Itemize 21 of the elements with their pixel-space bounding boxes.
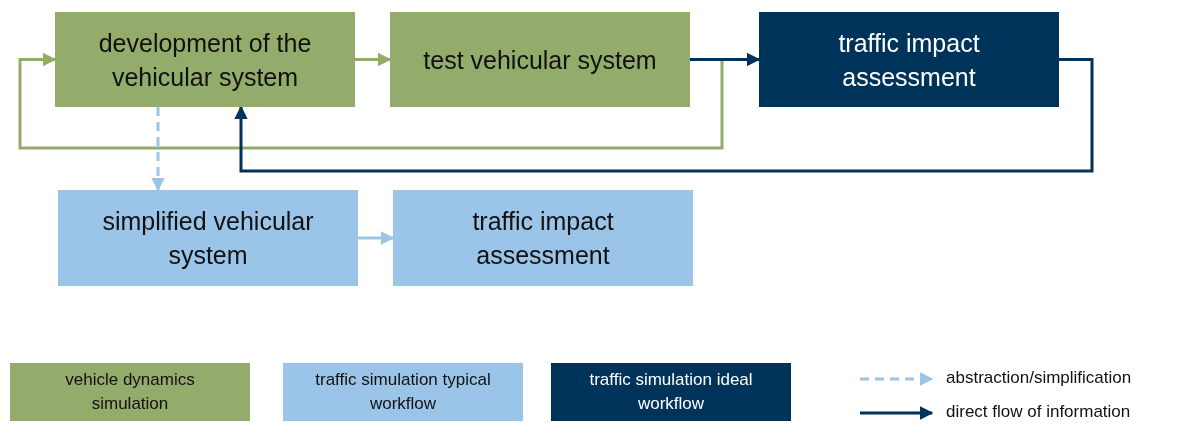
process-box: [759, 12, 1059, 107]
box-label: traffic impact assessment: [471, 206, 615, 271]
process-box: [58, 190, 358, 286]
legend-label: direct flow of information: [946, 402, 1131, 422]
legend-swatch: traffic simulation typical workflow: [283, 363, 523, 421]
arrow: [355, 52, 392, 67]
legend-swatch: vehicle dynamics simulation: [10, 363, 250, 421]
arrow: [234, 58, 1094, 173]
process-box: [393, 190, 693, 286]
process-box: [55, 12, 355, 107]
process-box: [390, 12, 690, 107]
box-label: simplified vehicular system: [101, 206, 315, 271]
legend-label: abstraction/simplification: [946, 368, 1132, 388]
arrow: [358, 231, 395, 245]
legend-swatch: traffic simulation ideal workflow: [551, 363, 791, 421]
arrow: [18, 52, 724, 150]
box-label: traffic impact assessment: [837, 27, 981, 93]
box-label: development of the vehicular system: [97, 27, 313, 93]
arrow: [151, 107, 165, 192]
box-label: test vehicular system: [423, 44, 657, 76]
arrow: [690, 52, 761, 67]
